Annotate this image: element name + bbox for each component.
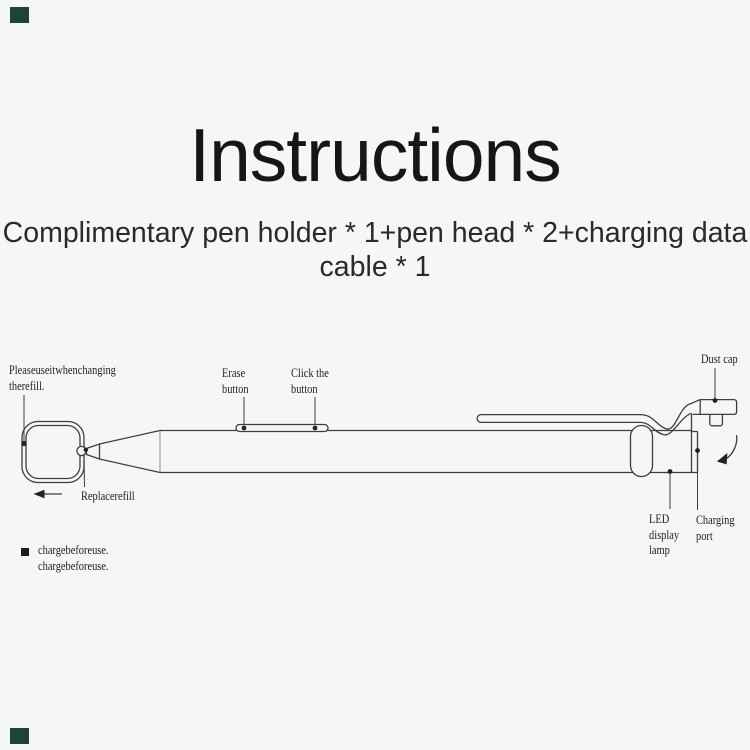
page-subtitle: Complimentary pen holder * 1+pen head * … — [2, 217, 748, 283]
refill-note-label: Pleaseuseitwhenchanging therefill. — [9, 362, 116, 393]
charge-note-line2: chargebeforeuse. — [38, 557, 109, 573]
anchor-dots — [21, 398, 718, 474]
led-lamp-label: LED display lamp — [649, 511, 680, 558]
square-bullet-icon — [21, 548, 29, 556]
click-button-label: Click the button — [291, 365, 329, 396]
corner-mark-bottom — [10, 728, 29, 744]
dust-cap — [690, 398, 738, 427]
pen-clip — [476, 403, 692, 436]
rotate-cap-arrow-icon — [716, 434, 738, 465]
charge-note: chargebeforeuse. chargebeforeuse. — [38, 542, 134, 573]
pen-tip — [85, 443, 101, 460]
pen-holder — [21, 420, 85, 484]
replace-refill-label: Replacerefill — [81, 488, 135, 503]
dust-cap-label: Dust cap — [701, 351, 738, 366]
page-title: Instructions — [189, 113, 562, 197]
corner-mark-top — [10, 7, 29, 23]
top-button-strip — [235, 423, 329, 433]
charging-port-label: Charging port — [696, 512, 735, 543]
pull-out-arrow-icon — [33, 489, 62, 499]
tail-ring — [629, 424, 654, 478]
erase-button-label: Erase button — [222, 365, 249, 396]
charge-note-line1: chargebeforeuse. — [38, 542, 109, 557]
